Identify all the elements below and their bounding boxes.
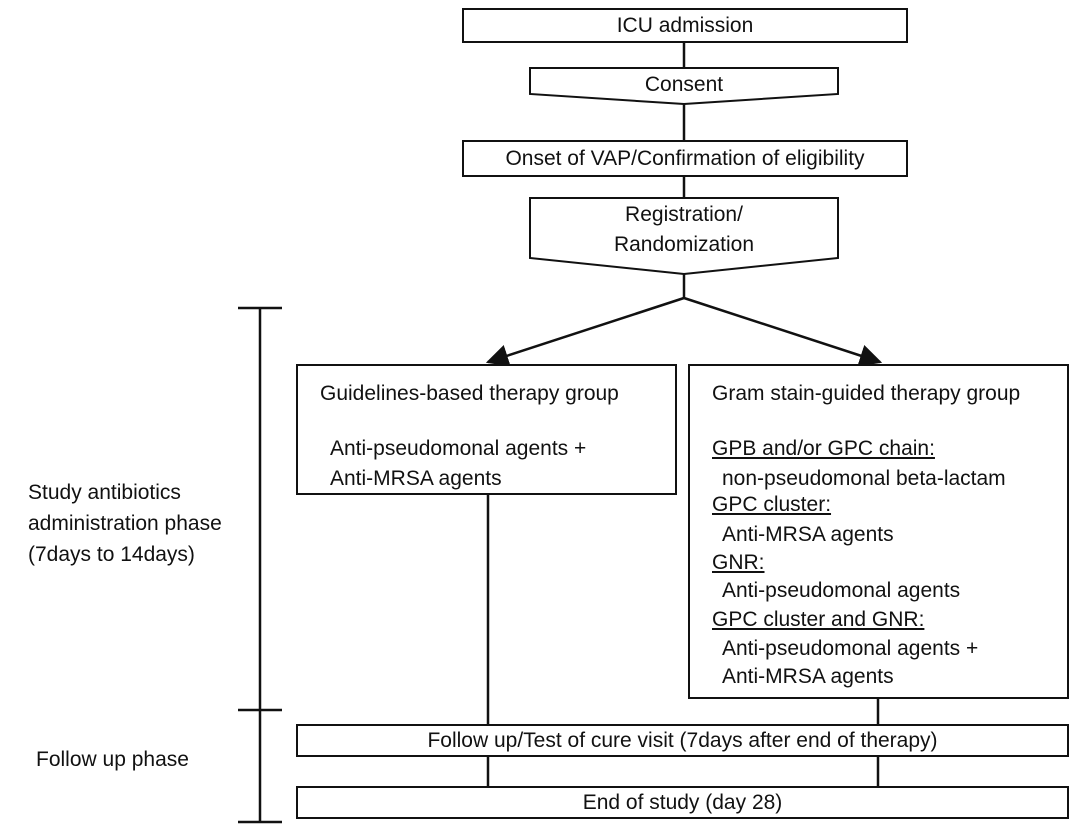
gram-item-4-line-1: Anti-pseudomonal agents + [722, 637, 979, 660]
onset-label: Onset of VAP/Confirmation of eligibility [505, 146, 865, 170]
gram-group-title: Gram stain-guided therapy group [712, 382, 1021, 405]
gram-item-3-line-1: Anti-pseudomonal agents [722, 579, 961, 602]
gram-item-3-heading: GNR: [712, 551, 765, 574]
gram-item-1-line-1: non-pseudomonal beta-lactam [722, 467, 1006, 490]
registration-line-2: Randomization [613, 233, 755, 256]
registration-line-1: Registration/ [625, 203, 743, 226]
arrow-to-gram [683, 296, 883, 367]
gram-item-4-line-2: Anti-MRSA agents [722, 665, 894, 688]
followup-visit-label: Follow up/Test of cure visit (7days afte… [427, 728, 938, 752]
followup-visit-box: Follow up/Test of cure visit (7days afte… [296, 724, 1069, 757]
guidelines-group-title: Guidelines-based therapy group [320, 382, 619, 405]
study-phase-line-1: Study antibiotics [28, 481, 181, 504]
gram-group-box: Gram stain-guided therapy group GPB and/… [688, 364, 1069, 699]
registration-shape [529, 197, 839, 276]
gram-item-4-heading: GPC cluster and GNR: [712, 608, 925, 631]
registration-label: Registration/ Randomization [530, 200, 838, 260]
study-phase-line-3: (7days to 14days) [28, 543, 195, 566]
gram-item-2-heading: GPC cluster: [712, 493, 832, 516]
followup-phase-label: Follow up phase [36, 748, 189, 771]
end-of-study-label: End of study (day 28) [582, 790, 783, 814]
icu-admission-label: ICU admission [616, 13, 754, 37]
guidelines-line-2: Anti-MRSA agents [330, 467, 502, 490]
arrow-to-guidelines [485, 296, 685, 367]
icu-admission-box: ICU admission [462, 8, 908, 43]
study-phase-label: Study antibiotics administration phase (… [28, 477, 222, 570]
consent-label: Consent [644, 73, 724, 96]
consent-shape [529, 67, 839, 106]
onset-box: Onset of VAP/Confirmation of eligibility [462, 140, 908, 177]
guidelines-group-box: Guidelines-based therapy group Anti-pseu… [296, 364, 677, 495]
end-of-study-box: End of study (day 28) [296, 786, 1069, 819]
gram-item-1-heading: GPB and/or GPC chain: [712, 437, 935, 460]
study-phase-line-2: administration phase [28, 512, 222, 535]
guidelines-line-1: Anti-pseudomonal agents + [330, 437, 587, 460]
gram-item-2-line-1: Anti-MRSA agents [722, 523, 894, 546]
